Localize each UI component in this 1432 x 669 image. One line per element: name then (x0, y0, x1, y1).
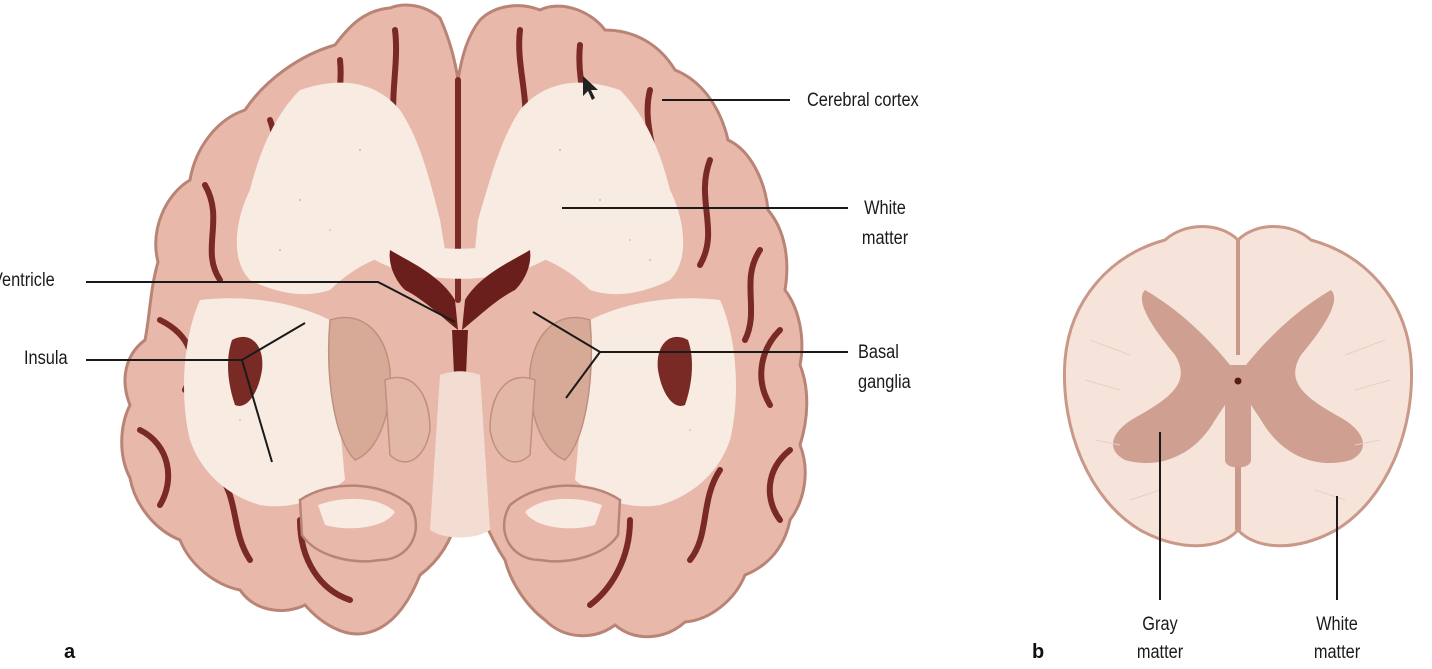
label-basal-ganglia-line1: Basal (858, 342, 899, 363)
label-white-matter-b-line2: matter (1313, 642, 1361, 663)
label-white-matter-a-line1: White (864, 198, 906, 219)
label-white-matter-b-line1: White (1316, 614, 1358, 635)
label-ventricle: Ventricle (0, 270, 55, 291)
spinal-texture (1084, 339, 1391, 501)
leader-basal-ganglia-2 (565, 351, 601, 399)
label-insula: Insula (24, 348, 68, 369)
leader-insula-2 (241, 359, 273, 463)
central-canal (1234, 377, 1242, 385)
label-gray-matter-line2: matter (1136, 642, 1184, 663)
deep-gray-nuclei (327, 316, 593, 463)
brain-texture (239, 148, 691, 431)
panel-label-b: b (1032, 641, 1045, 663)
label-white-matter-a-line2: matter (861, 228, 909, 249)
spinal-cord-section (1062, 225, 1414, 548)
panel-label-a: a (64, 641, 76, 663)
cursor-icon (583, 76, 598, 100)
label-basal-ganglia-line2: ganglia (858, 372, 911, 393)
label-gray-matter-line1: Gray (1142, 614, 1178, 635)
temporal-lobes (298, 484, 622, 563)
brain-white-matter (236, 82, 684, 295)
brain-midline (430, 371, 490, 538)
label-cerebral-cortex: Cerebral cortex (807, 90, 919, 111)
leader-lines (86, 99, 1338, 600)
lateral-ventricles (389, 250, 531, 375)
leader-ventricle (86, 281, 456, 323)
